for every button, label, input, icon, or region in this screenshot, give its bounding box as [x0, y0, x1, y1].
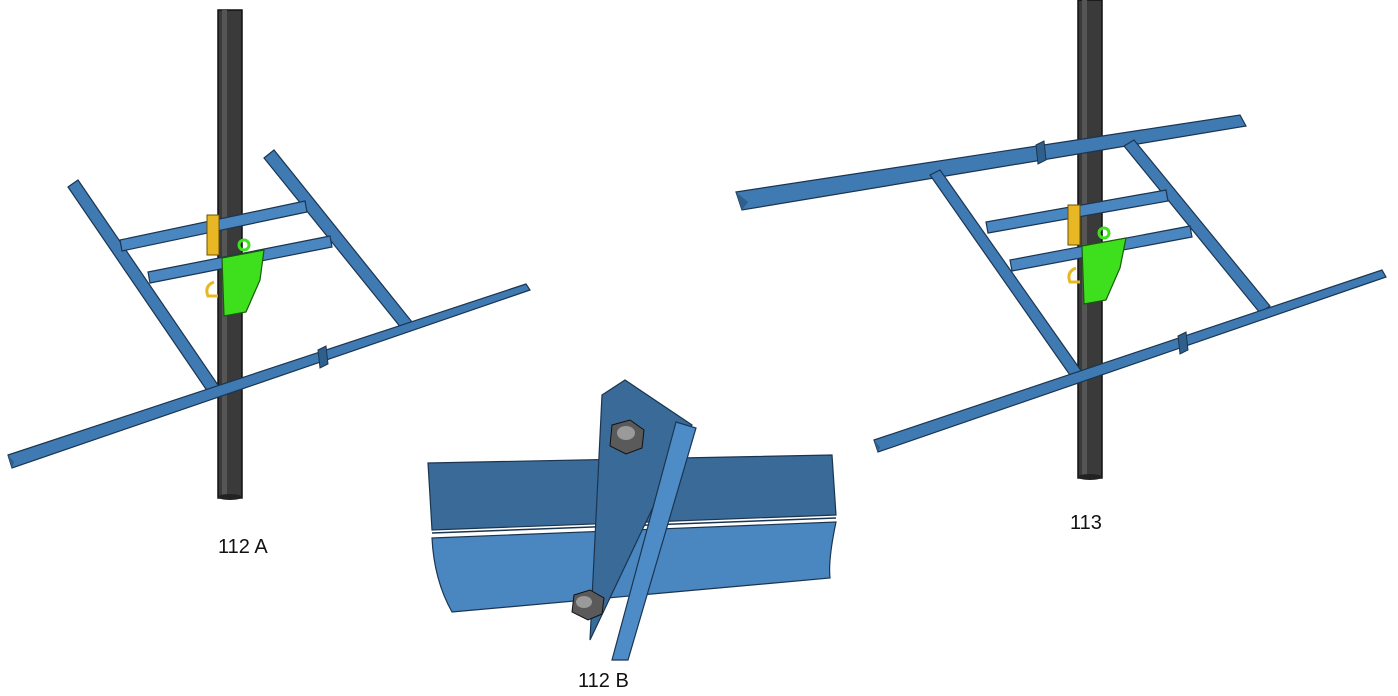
label-113: 113	[1070, 512, 1102, 534]
label-112a: 112 A	[218, 536, 268, 558]
clamp-yellow	[206, 214, 220, 256]
label-112b: 112 B	[578, 670, 629, 692]
clamp-yellow-hook	[205, 280, 218, 298]
clamp-yellow-hook	[1067, 266, 1080, 284]
side-rail-right	[1123, 139, 1271, 314]
bar-bracket-bottom	[1177, 331, 1189, 355]
clamp-green-ring	[237, 238, 251, 252]
side-rail-left	[929, 169, 1083, 379]
bar-bracket	[317, 345, 329, 369]
clamp-green	[1081, 237, 1127, 305]
figure-113-drawing	[735, 0, 1387, 480]
figure-112b-drawing	[427, 379, 837, 661]
clamp-green-ring	[1097, 226, 1111, 240]
plate-edge	[611, 421, 697, 661]
clamp-green	[221, 249, 265, 317]
bar-bracket-top	[1035, 140, 1047, 165]
pole	[1077, 0, 1103, 479]
figure-112a-drawing	[7, 9, 531, 500]
clamp-yellow	[1067, 204, 1081, 246]
long-bar-bottom	[873, 269, 1387, 453]
